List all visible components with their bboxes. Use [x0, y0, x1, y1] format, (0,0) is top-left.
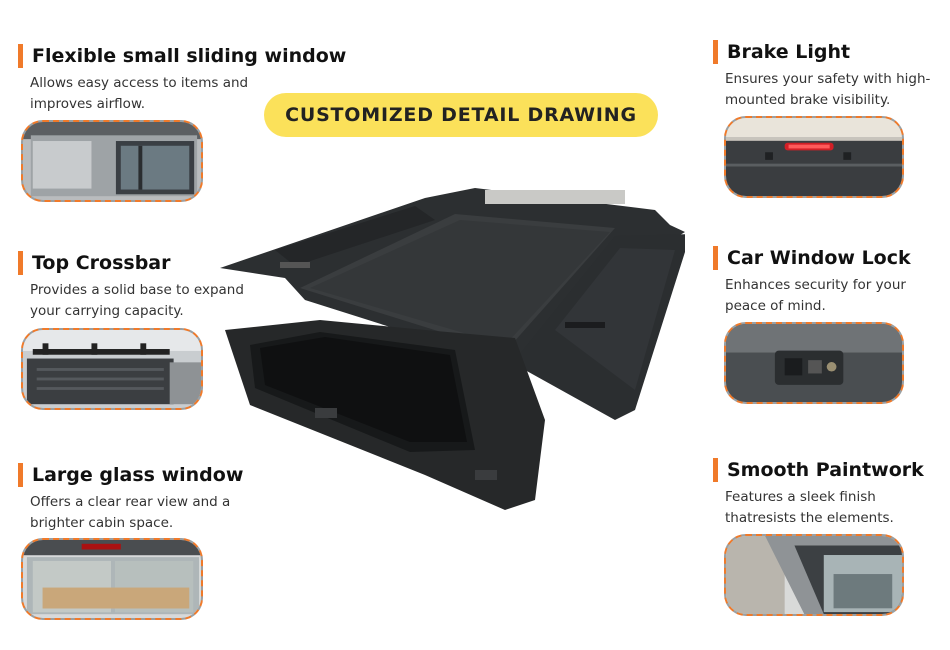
feature-title: Brake Light	[713, 39, 950, 65]
feature-description: Enhances security for your peace of mind…	[725, 277, 906, 314]
accent-bar-icon	[18, 44, 23, 68]
feature-title: Smooth Paintwork	[713, 457, 950, 483]
sliding-window-photo	[21, 120, 203, 202]
paintwork-photo	[724, 534, 904, 616]
feature-description: Offers a clear rear view and a brighter …	[30, 494, 231, 531]
feature-description: Ensures your safety with high-mounted br…	[725, 71, 931, 108]
feature-title: Top Crossbar	[18, 250, 318, 276]
crossbar-photo	[21, 328, 203, 410]
feature-title-text: Top Crossbar	[32, 252, 171, 274]
feature-sliding-window: Flexible small sliding window Allows eas…	[18, 43, 346, 115]
feature-top-crossbar: Top Crossbar Provides a solid base to ex…	[18, 250, 318, 322]
accent-bar-icon	[18, 251, 23, 275]
brake-light-photo	[724, 116, 904, 198]
feature-description: Features a sleek finish thatresists the …	[725, 489, 894, 526]
feature-title-text: Car Window Lock	[727, 247, 911, 269]
glass-window-photo	[21, 538, 203, 620]
feature-title: Flexible small sliding window	[18, 43, 346, 69]
feature-car-window-lock: Car Window Lock Enhances security for yo…	[713, 245, 950, 317]
feature-title-text: Brake Light	[727, 41, 851, 63]
feature-description: Provides a solid base to expand your car…	[30, 282, 244, 319]
banner-title: CUSTOMIZED DETAIL DRAWING	[264, 93, 658, 137]
feature-title: Car Window Lock	[713, 245, 950, 271]
hardtop-panels-illustration	[215, 180, 693, 510]
feature-title: Large glass window	[18, 462, 318, 488]
accent-bar-icon	[18, 463, 23, 487]
window-lock-photo	[724, 322, 904, 404]
feature-title-text: Flexible small sliding window	[32, 45, 347, 67]
feature-description: Allows easy access to items and improves…	[30, 75, 249, 112]
feature-smooth-paintwork: Smooth Paintwork Features a sleek finish…	[713, 457, 950, 529]
accent-bar-icon	[713, 40, 718, 64]
accent-bar-icon	[713, 246, 718, 270]
feature-title-text: Large glass window	[32, 464, 244, 486]
feature-brake-light: Brake Light Ensures your safety with hig…	[713, 39, 950, 111]
feature-title-text: Smooth Paintwork	[727, 459, 924, 481]
feature-large-glass-window: Large glass window Offers a clear rear v…	[18, 462, 318, 534]
accent-bar-icon	[713, 458, 718, 482]
